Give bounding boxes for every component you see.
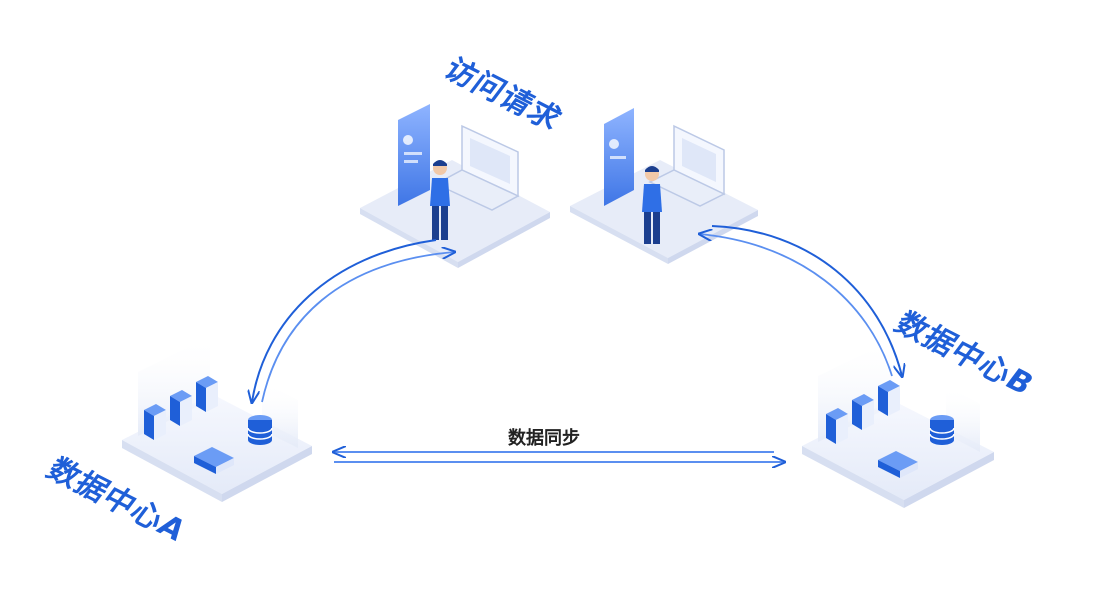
database-icon bbox=[247, 415, 273, 445]
phone-screen-icon bbox=[398, 104, 430, 206]
server-rack-icon bbox=[196, 376, 218, 412]
data-sync-label: 数据同步 bbox=[508, 428, 580, 449]
arrow-dc-b-to-request bbox=[700, 234, 893, 377]
arrow-request-to-dc-b bbox=[711, 225, 902, 376]
arrow-request-to-dc-a bbox=[252, 239, 437, 402]
switch-icon bbox=[878, 451, 918, 478]
server-rack-icon bbox=[170, 390, 192, 426]
switch-icon bbox=[194, 447, 234, 474]
arrow-dc-a-to-request bbox=[261, 252, 454, 403]
user-station-right bbox=[570, 108, 758, 264]
person-icon bbox=[430, 160, 450, 240]
server-rack-icon bbox=[852, 394, 874, 430]
server-rack-icon bbox=[826, 408, 848, 444]
person-icon bbox=[642, 166, 662, 244]
database-icon bbox=[929, 415, 955, 445]
server-rack-icon bbox=[878, 380, 900, 416]
user-station-left bbox=[360, 104, 550, 268]
phone-screen-icon bbox=[604, 108, 634, 206]
laptop-icon bbox=[434, 124, 520, 211]
server-rack-icon bbox=[144, 404, 166, 440]
datacenter-b-platform bbox=[802, 340, 994, 508]
laptop-icon bbox=[648, 124, 726, 207]
datacenter-a-platform bbox=[122, 336, 312, 502]
